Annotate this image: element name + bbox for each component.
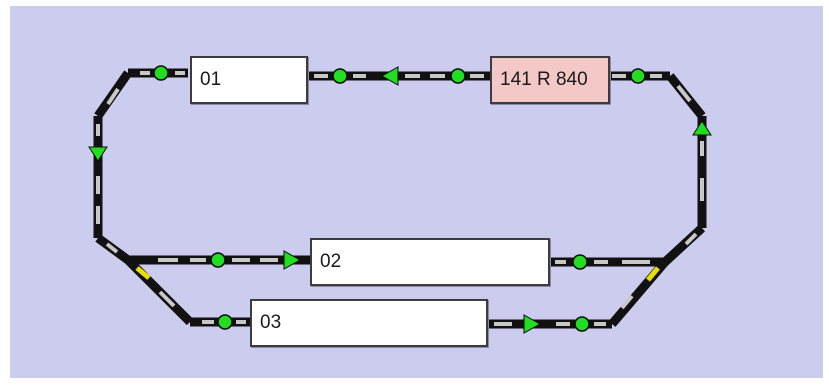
rail-gap (676, 84, 692, 103)
track-layout-panel: 01 141 R 840 02 03 (10, 6, 823, 378)
rail-gap (106, 87, 120, 106)
signals (153, 65, 646, 332)
signal-light-icon[interactable] (450, 68, 466, 84)
rail-gap (158, 290, 176, 308)
block-01[interactable]: 01 (190, 56, 308, 104)
block-03[interactable]: 03 (250, 299, 488, 347)
direction-arrow-icon[interactable] (88, 146, 108, 162)
signal-light-icon[interactable] (210, 252, 226, 268)
rail-gap (684, 232, 698, 246)
rail-gap (105, 242, 119, 254)
rail-gap (620, 294, 634, 310)
signal-light-icon[interactable] (153, 65, 169, 81)
direction-arrow-icon[interactable] (692, 120, 712, 136)
signal-light-icon[interactable] (630, 68, 646, 84)
direction-arrow-icon[interactable] (523, 314, 542, 334)
train-label: 141 R 840 (500, 69, 588, 90)
direction-arrow-icon[interactable] (283, 250, 302, 270)
block-label: 03 (260, 312, 282, 333)
direction-arrows (88, 66, 712, 334)
signal-light-icon[interactable] (574, 316, 590, 332)
switch-indicators (135, 266, 660, 282)
rail-gaps (96, 71, 704, 326)
block-label: 02 (320, 251, 342, 272)
switch-indicator-icon[interactable] (135, 266, 151, 280)
block-label: 01 (200, 69, 222, 90)
signal-light-icon[interactable] (332, 68, 348, 84)
switch-indicator-icon[interactable] (646, 266, 660, 282)
block-occupied-train[interactable]: 141 R 840 (490, 56, 610, 104)
block-02[interactable]: 02 (310, 238, 550, 286)
track-layout-canvas (88, 65, 712, 334)
direction-arrow-icon[interactable] (380, 66, 399, 86)
track-curve-bottom-right[interactable] (661, 224, 706, 266)
signal-light-icon[interactable] (217, 314, 233, 330)
signal-light-icon[interactable] (572, 254, 588, 270)
track-segments (93, 68, 707, 329)
